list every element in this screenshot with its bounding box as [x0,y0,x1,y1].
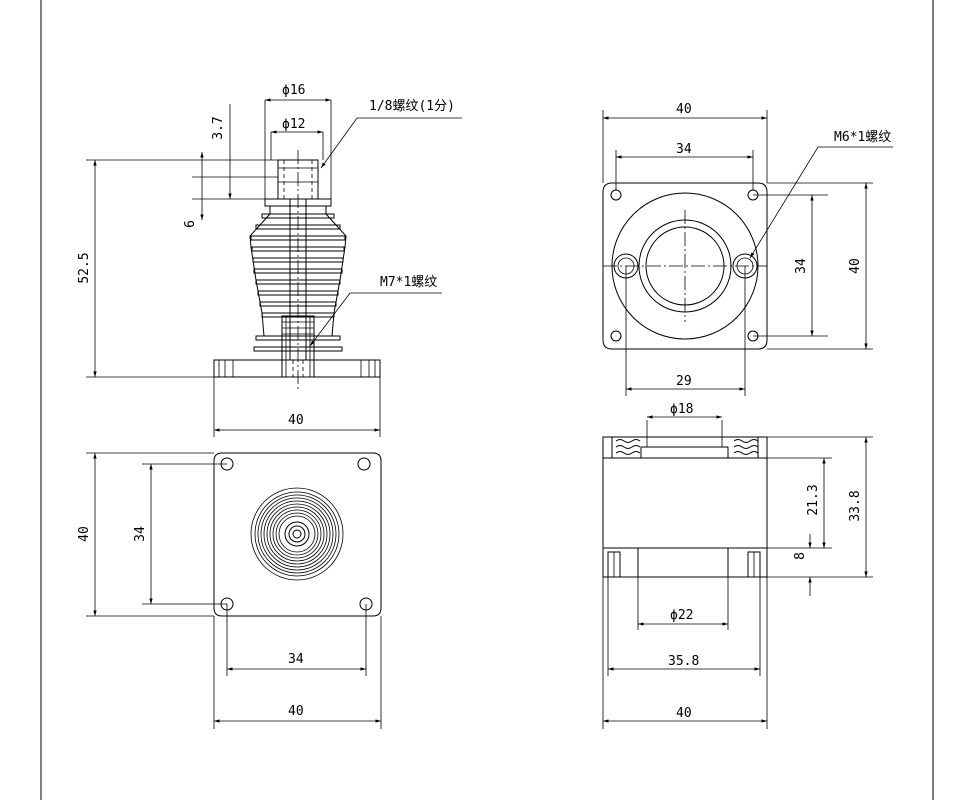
label-stem-thread: M7*1螺纹 [380,275,437,290]
fin-rings [250,487,344,581]
dim-top-40-v: 40 [848,258,863,274]
mount-hole [610,330,622,342]
sheet-frame [40,0,934,800]
side-body [602,436,768,578]
dim-top-29: 29 [676,374,692,389]
base-plate [213,359,381,378]
mount-hole [610,189,622,201]
dim-side-phi18: ϕ18 [670,402,693,417]
dim-side-21-3: 21.3 [806,484,821,515]
dim-bottom-40-v: 40 [77,526,92,542]
thread-hatching [615,439,759,455]
bottom-plate [213,452,382,617]
dim-front-52-5: 52.5 [77,252,92,283]
top-view: 40 34 M6*1螺纹 34 40 29 [602,102,893,396]
dim-side-35-8: 35.8 [668,654,699,669]
front-view: ϕ16 ϕ12 1/8螺纹(1分) 3.7 6 52.5 M7*1螺纹 40 [77,83,462,437]
dim-front-40: 40 [288,413,304,428]
top-plate [602,182,768,350]
dim-front-phi16: ϕ16 [282,83,305,98]
dim-bottom-40-h: 40 [288,704,304,719]
dim-side-phi22: ϕ22 [670,608,693,623]
dim-top-34-h: 34 [676,142,692,157]
label-pipe-thread: 1/8螺纹(1分) [369,99,455,114]
dim-side-8: 8 [793,552,808,560]
label-m6-thread: M6*1螺纹 [834,130,891,145]
dim-side-33-8: 33.8 [848,490,863,521]
top-boss [640,446,729,459]
dim-side-40: 40 [676,706,692,721]
dim-bottom-34-v: 34 [133,526,148,542]
dim-bottom-34-h: 34 [288,652,304,667]
bottom-view: 40 34 34 40 [77,452,382,729]
dim-front-6: 6 [183,220,198,228]
dim-top-34-v: 34 [794,258,809,274]
dim-front-phi12: ϕ12 [282,117,305,132]
dim-top-40-h: 40 [676,102,692,117]
side-view: ϕ18 21.3 33.8 8 ϕ22 35.8 40 [602,402,873,729]
mount-hole [357,457,371,471]
dim-front-3-7: 3.7 [211,116,226,139]
